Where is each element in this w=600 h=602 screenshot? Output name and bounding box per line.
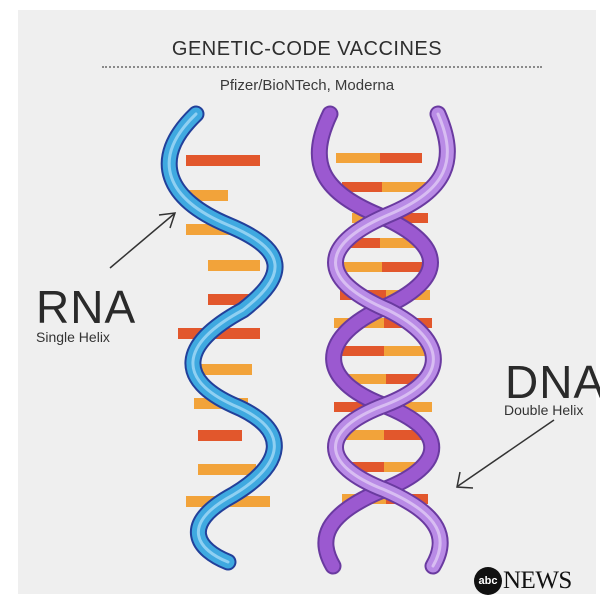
abc-logo-circle: abc (474, 567, 502, 595)
dna-base (336, 153, 380, 163)
dna-base (382, 262, 426, 272)
rna-label: RNA (36, 280, 136, 334)
rna-base (186, 155, 260, 166)
rna-pointer-arrow (110, 213, 175, 268)
abc-news-logo: abc NEWS (474, 567, 572, 595)
rna-base (208, 260, 260, 271)
rna-base (198, 464, 256, 475)
news-wordmark: NEWS (503, 567, 572, 595)
rna-base (198, 430, 242, 441)
dna-sublabel: Double Helix (504, 402, 583, 418)
dna-label: DNA (505, 355, 600, 409)
dna-pointer-arrow (457, 420, 554, 488)
infographic-card: GENETIC-CODE VACCINES Pfizer/BioNTech, M… (18, 10, 596, 594)
rna-sublabel: Single Helix (36, 329, 110, 345)
dna-base (380, 153, 422, 163)
